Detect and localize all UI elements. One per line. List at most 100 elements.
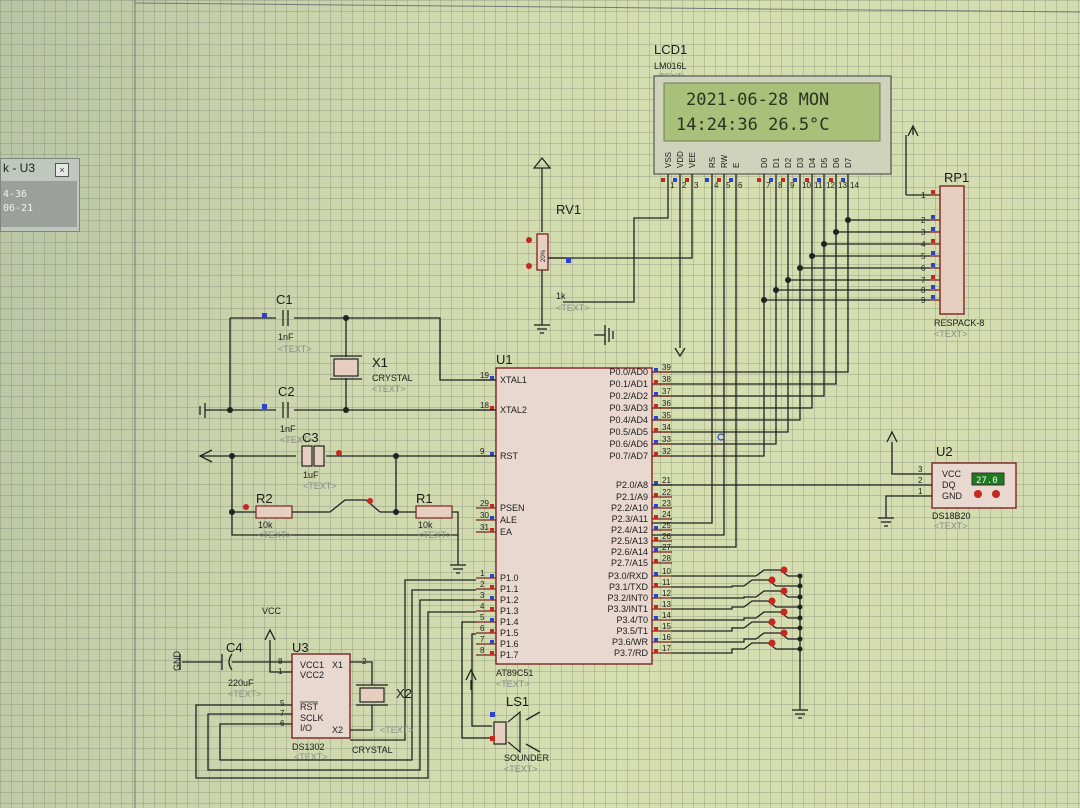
p3-button-0[interactable]: [672, 566, 803, 579]
u1-pin-name-p34t0: P3.4/T0: [616, 615, 648, 625]
p3-button-knob[interactable]: [780, 587, 788, 595]
c4-text: <TEXT>: [228, 689, 262, 699]
p3-button-knob[interactable]: [768, 576, 776, 584]
power-arrow-icon: [532, 156, 552, 169]
u1-pin-num-19: 19: [480, 371, 489, 380]
u1-pin-marker: [654, 583, 658, 587]
lcd1-pins: VSS1VDD2VEE3RS4RW5E6D07D18D29D310D411D51…: [661, 151, 859, 190]
u1-pin-name-p25a13: P2.5/A13: [611, 536, 648, 546]
rv1-potentiometer[interactable]: RV1 20% 1k <TEXT>: [526, 156, 590, 334]
close-icon[interactable]: ×: [55, 163, 69, 177]
u1-pin-marker: [654, 428, 658, 432]
u1-pin-num-29: 29: [480, 499, 489, 508]
u1-pin-marker: [490, 585, 494, 589]
u1-pin-num-37: 37: [662, 387, 671, 396]
u1-pin-num-18: 18: [480, 401, 489, 410]
p3-button-knob[interactable]: [768, 618, 776, 626]
lcd-pin-marker: [841, 178, 845, 182]
u1-pin-num-28: 28: [662, 554, 671, 563]
p3-button-knob[interactable]: [780, 566, 788, 574]
u1-pin-num-27: 27: [662, 543, 671, 552]
oscillator-circuit: [199, 310, 496, 418]
rp1-pin-marker: [931, 215, 935, 219]
p3-button-5[interactable]: [672, 618, 803, 632]
u3-part: DS1302: [292, 742, 325, 752]
c3-text: <TEXT>: [303, 481, 337, 491]
u1-pin-name-p13: P1.3: [500, 606, 519, 616]
u2-pin-dq: DQ: [942, 480, 956, 490]
u1-pin-marker: [654, 572, 658, 576]
lcd1-line-2: 14:24:36 26.5°C: [676, 115, 830, 135]
lcd-pin-num-12: 12: [826, 181, 835, 190]
lcd-pin-marker: [817, 178, 821, 182]
u1-pin-num-25: 25: [662, 521, 671, 530]
p3-button-4[interactable]: [672, 608, 803, 621]
u1-pin-marker: [654, 537, 658, 541]
rp1-pin-num-1: 1: [921, 191, 926, 200]
p3-button-knob[interactable]: [780, 608, 788, 616]
ls1-part: SOUNDER: [504, 753, 550, 763]
lcd-pin-marker: [661, 178, 665, 182]
p3-button-knob[interactable]: [780, 629, 788, 637]
rp1-pin-marker: [931, 251, 935, 255]
u3-rtc-chip[interactable]: U3 VCC1 VCC2 RST SCLK I/O X1 X2 8 1 5 7 …: [278, 640, 367, 762]
u2-down-button[interactable]: [974, 490, 982, 498]
u1-pin-name-p00ad0: P0.0/AD0: [609, 367, 648, 377]
u1-pin-num-12: 12: [662, 589, 671, 598]
p3-button-2[interactable]: [672, 587, 803, 600]
u1-pin-num-31: 31: [480, 523, 489, 532]
u1-pin-marker: [654, 440, 658, 444]
u1-pin-num-6: 6: [480, 624, 485, 633]
r2-value: 10k: [258, 520, 273, 530]
lcd-pin-name-d0: D0: [760, 157, 769, 168]
u2-pin2-num: 2: [918, 476, 923, 485]
ground-symbol: [594, 325, 614, 345]
u1-pin-num-24: 24: [662, 510, 671, 519]
p3-button-knob[interactable]: [768, 597, 776, 605]
u2-pin-vcc: VCC: [942, 469, 962, 479]
u1-pin-name-p17: P1.7: [500, 650, 519, 660]
rp1-pin-marker: [931, 190, 935, 194]
u1-pin-marker: [654, 452, 658, 456]
lcd1-screen: [663, 82, 881, 142]
u1-pin-marker: [490, 376, 494, 380]
rp1-part: RESPACK-8: [934, 318, 984, 328]
p3-button-wire: [672, 585, 744, 588]
c2-text: <TEXT>: [280, 435, 314, 445]
u1-pin-name-p10: P1.0: [500, 573, 519, 583]
u2-pin3-num: 3: [918, 465, 923, 474]
u1-pin-num-38: 38: [662, 375, 671, 384]
lcd1-component[interactable]: LCD1 LM016L <TEXT> 2021-06-28 MON 14:24:…: [653, 42, 892, 190]
u3-body: [291, 653, 351, 739]
u1-pin-name-ea: EA: [500, 527, 512, 537]
p3-button-3[interactable]: [672, 597, 803, 610]
rp1-pin-marker: [931, 285, 935, 289]
popup-body: 4-36 06-21: [1, 181, 77, 227]
p3-button-knob[interactable]: [768, 639, 776, 647]
rp1-pin-num-6: 6: [921, 264, 926, 273]
lcd-pin-name-vdd: VDD: [676, 151, 685, 168]
p3-button-array[interactable]: [672, 566, 803, 654]
u1-pin-num-34: 34: [662, 423, 671, 432]
x1-text: <TEXT>: [372, 384, 406, 394]
u1-pin-marker: [490, 528, 494, 532]
u1-pin-name-p33int1: P3.3/INT1: [607, 604, 648, 614]
lcd-pin-marker: [793, 178, 797, 182]
u3-text: <TEXT>: [294, 752, 328, 762]
lcd1-part: LM016L: [654, 61, 687, 71]
p3-button-7[interactable]: [672, 639, 803, 654]
u3-pin-sclk: SCLK: [300, 713, 324, 723]
ls1-sounder[interactable]: LS1 SOUNDER <TEXT>: [461, 621, 550, 774]
p3-button-1[interactable]: [672, 576, 803, 589]
rv1-ref: RV1: [556, 202, 581, 217]
u2-temperature-sensor[interactable]: U2 VCC DQ GND 27.0 3 2 1 DS18B20 <TEXT>: [918, 444, 1017, 531]
p3-ground: [792, 576, 808, 719]
u1-pin-num-10: 10: [662, 567, 671, 576]
u3-popup-window[interactable]: k - U3 × 4-36 06-21: [0, 158, 80, 232]
u2-up-button[interactable]: [992, 490, 1000, 498]
u1-pin-marker: [490, 406, 494, 410]
u2-pin1-num: 1: [918, 487, 923, 496]
